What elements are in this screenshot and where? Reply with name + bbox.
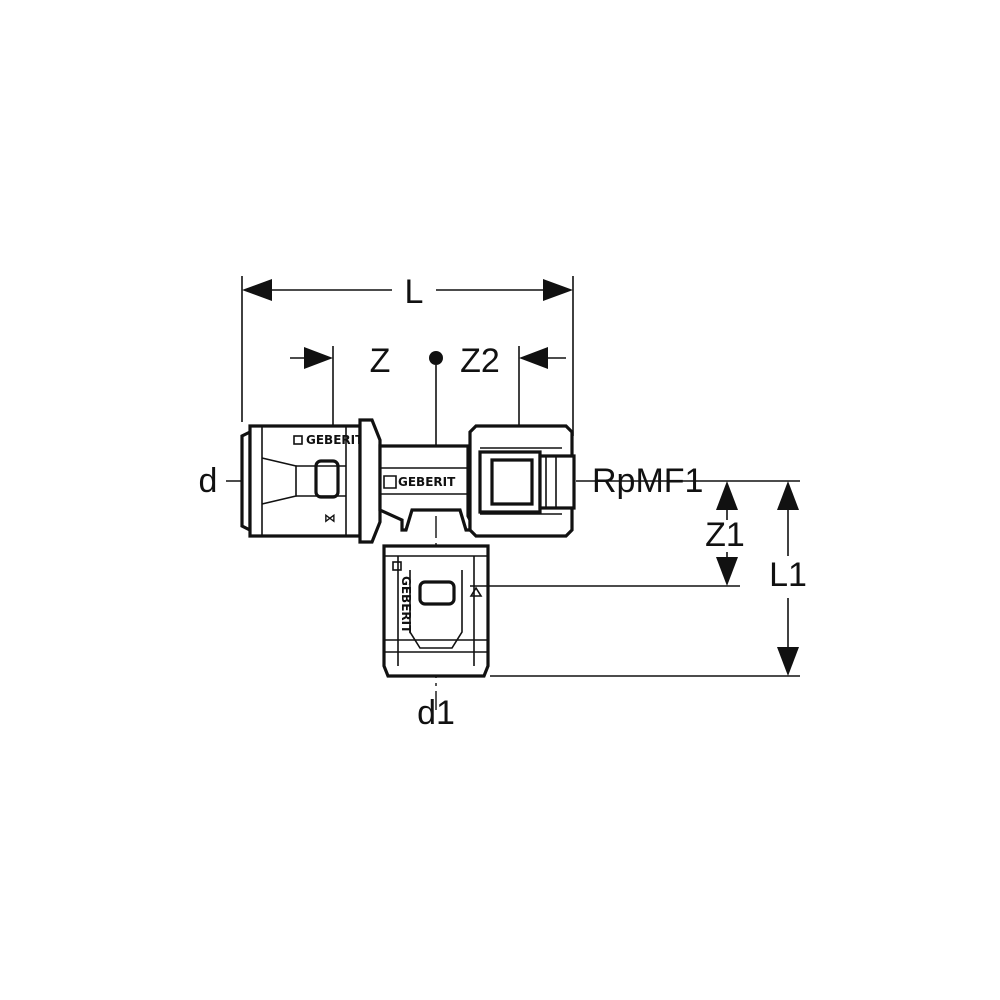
arrow-left-icon bbox=[242, 279, 272, 301]
brand-marking: GEBERIT bbox=[306, 433, 364, 447]
right-connector bbox=[468, 424, 576, 538]
tee-fitting: GEBERIT ⋈ GEBERIT bbox=[240, 418, 576, 678]
label-z1: Z1 bbox=[705, 516, 745, 554]
arrow-left-icon bbox=[519, 347, 548, 369]
dimension-z: Z bbox=[290, 342, 390, 462]
triangle-icon bbox=[469, 586, 483, 597]
label-z2: Z2 bbox=[460, 342, 500, 380]
label-z: Z bbox=[370, 342, 391, 380]
dimension-l1: L1 bbox=[490, 481, 807, 677]
arrow-down-icon bbox=[777, 647, 799, 676]
brand-marking-bottom: GEBERIT bbox=[399, 576, 413, 634]
arrow-right-icon bbox=[543, 279, 573, 301]
label-d: d bbox=[199, 462, 218, 500]
stop-symbol: ⋈ bbox=[324, 511, 336, 525]
inspection-window-bottom bbox=[418, 580, 456, 606]
label-l1: L1 bbox=[769, 556, 807, 594]
label-l: L bbox=[405, 273, 424, 311]
arrow-up-icon bbox=[716, 481, 738, 510]
inspection-window bbox=[314, 459, 340, 499]
dimension-z2: Z2 bbox=[460, 342, 566, 440]
arrow-down-icon bbox=[716, 557, 738, 586]
center-dot bbox=[429, 351, 443, 365]
arrow-right-icon bbox=[304, 347, 333, 369]
tee-body: GEBERIT bbox=[378, 444, 472, 532]
label-rpmf1: RpMF1 bbox=[592, 462, 703, 500]
brand-marking-body: GEBERIT bbox=[398, 475, 456, 489]
left-connector: GEBERIT ⋈ bbox=[240, 418, 382, 544]
label-d1: d1 bbox=[417, 694, 455, 732]
bottom-connector: GEBERIT bbox=[382, 544, 490, 678]
arrow-up-icon bbox=[777, 481, 799, 510]
dimension-l: L bbox=[241, 273, 574, 436]
dimension-z1: Z1 bbox=[470, 481, 745, 587]
